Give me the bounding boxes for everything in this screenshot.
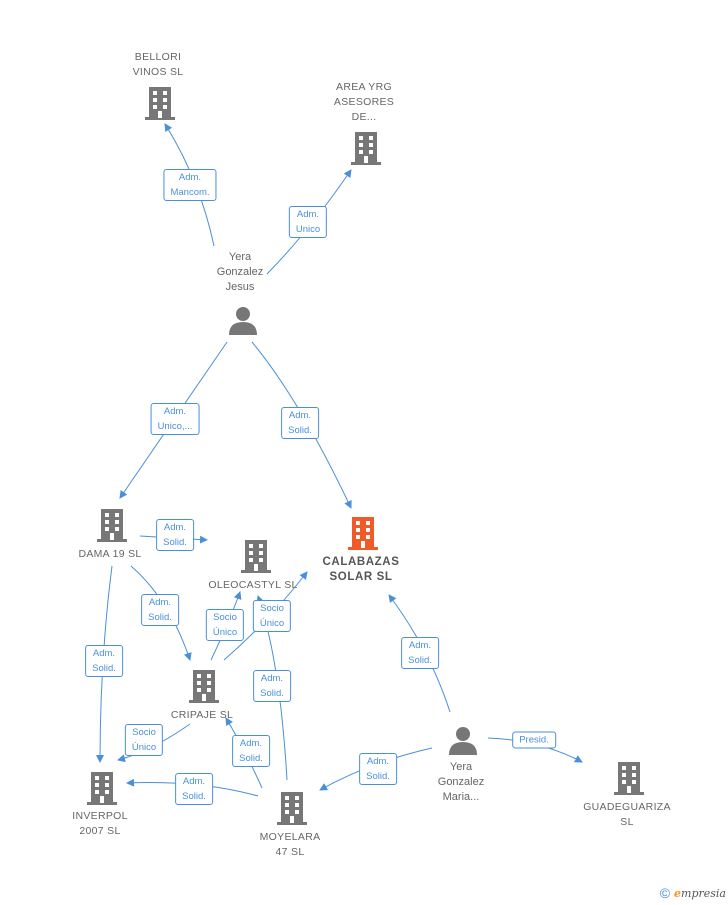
company-name[interactable]: CRIPAJE SL <box>170 709 234 721</box>
edge-label[interactable]: Socio Único <box>205 609 245 641</box>
brand-logo[interactable]: empresia <box>674 886 726 900</box>
edge-label[interactable]: Adm. Solid. <box>253 670 291 702</box>
edge-label[interactable]: Adm. Solid. <box>281 407 319 439</box>
person-icon[interactable] <box>448 725 478 755</box>
edge-label[interactable]: Adm. Solid. <box>401 637 439 669</box>
building-icon-highlight[interactable] <box>347 516 379 550</box>
copyright-icon: © <box>659 885 671 901</box>
person-name[interactable]: Yera Gonzalez Jesus <box>216 251 264 293</box>
building-icon[interactable] <box>350 131 382 165</box>
company-name[interactable]: BELLORI VINOS SL <box>132 51 184 78</box>
main-company-name[interactable]: CALABAZAS SOLAR SL <box>322 556 400 583</box>
edge-label[interactable]: Adm. Solid. <box>156 519 194 551</box>
edge-label[interactable]: Presid. <box>512 731 556 749</box>
person-name[interactable]: Yera Gonzalez Maria... <box>437 761 485 803</box>
building-icon[interactable] <box>188 669 220 703</box>
edge-label[interactable]: Adm. Solid. <box>141 594 179 626</box>
building-icon[interactable] <box>276 791 308 825</box>
building-icon[interactable] <box>96 508 128 542</box>
company-name[interactable]: AREA YRG ASESORES DE... <box>333 81 395 123</box>
building-icon[interactable] <box>86 771 118 805</box>
building-icon[interactable] <box>613 761 645 795</box>
edge-label[interactable]: Socio Único <box>252 600 292 632</box>
edge-label[interactable]: Adm. Mancom. <box>163 169 217 201</box>
edge-label[interactable]: Adm. Unico <box>288 206 328 238</box>
building-icon[interactable] <box>144 86 176 120</box>
building-icon[interactable] <box>240 539 272 573</box>
person-icon[interactable] <box>228 305 258 335</box>
footer-brand: © empresia <box>660 885 726 901</box>
company-name[interactable]: MOYELARA 47 SL <box>259 831 321 858</box>
company-name[interactable]: GUADEGUARIZA SL <box>583 801 671 828</box>
company-name[interactable]: OLEOCASTYL SL <box>208 579 298 591</box>
edge-label[interactable]: Adm. Solid. <box>175 773 213 805</box>
company-name[interactable]: DAMA 19 SL <box>78 548 142 560</box>
edge-label[interactable]: Adm. Solid. <box>359 753 397 785</box>
edge-label[interactable]: Adm. Solid. <box>85 645 123 677</box>
edge-label[interactable]: Adm. Unico,... <box>150 403 200 435</box>
company-name[interactable]: INVERPOL 2007 SL <box>72 810 128 837</box>
edge-label[interactable]: Adm. Solid. <box>232 735 270 767</box>
edge-label[interactable]: Socio Único <box>124 724 164 756</box>
